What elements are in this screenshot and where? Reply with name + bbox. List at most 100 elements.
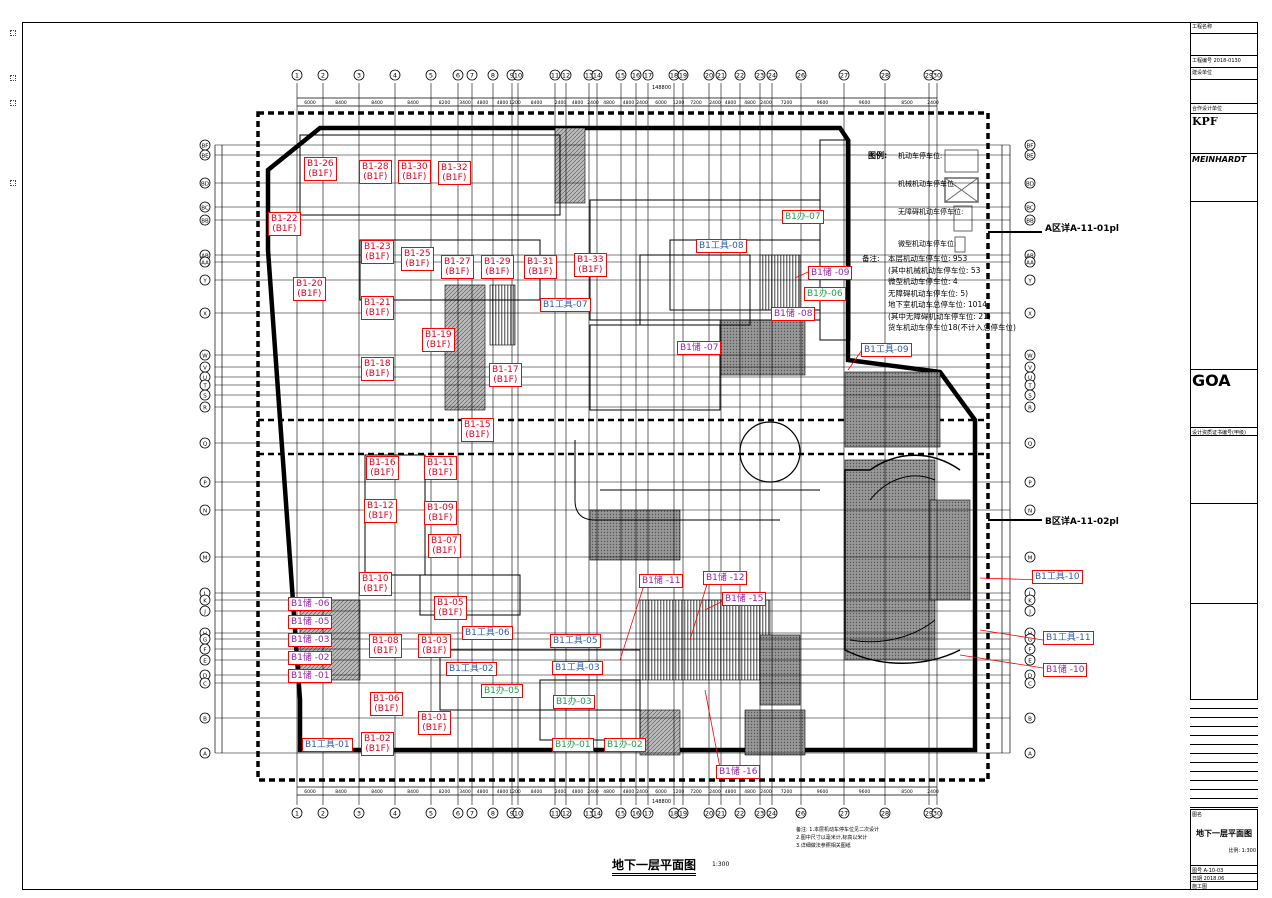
room-outline [419,574,521,616]
room-label: B1-10(B1F) [359,572,392,596]
grid-row-label: Q [203,441,208,447]
storage-label: B1储 -10 [1043,663,1088,677]
grid-column-label: 4 [393,810,397,818]
storage-label: B1储 -03 [288,633,333,647]
grid-column-label: 28 [881,72,889,80]
storage-label-text: B1储 -07 [680,343,719,353]
column-dimension: 9600 [859,789,871,795]
grid-bubble [466,69,478,81]
storage-label: B1储 -06 [288,597,333,611]
legend-symbol-accessible [953,205,973,232]
tool-room-label-text: B1工具-10 [1035,572,1080,582]
column-dimension: 6000 [304,789,316,795]
grid-bubble [754,807,766,819]
column-dimension: 7200 [781,100,793,106]
tool-room-label: B1工具-03 [552,661,603,675]
column-dimension: 6000 [304,100,316,106]
tb-sheet-scale: 比例: 1:300 [1228,848,1256,854]
grid-bubble [199,677,211,689]
storage-label: B1储 -07 [677,341,722,355]
tool-room-label-text: B1工具-01 [305,740,350,750]
grid-row-label: BB [1026,218,1034,224]
storage-label: B1储 -02 [288,651,333,665]
grid-column-label: 7 [470,72,474,80]
shaded-area [759,634,801,706]
column-dimension: 2400 [555,789,567,795]
grid-row-label: A [203,751,207,757]
room-label: B1-32(B1F) [438,161,471,185]
tb-stage: 施工图 [1190,882,1258,890]
room-label: B1-08(B1F) [369,634,402,658]
notes-line: (其中机械机动车停车位: 53 [888,265,981,275]
drive-aisle [574,440,820,521]
tool-room-label: B1工具-10 [1032,570,1083,584]
room-label-text: B1-32 [441,163,468,173]
grid-column-label: 23 [756,72,764,80]
room-label-text: (B1F) [428,513,453,523]
tb-project-no: 工程编号 2018-0130 [1190,56,1258,68]
grid-row-label: U [203,375,207,381]
room-label: B1-01(B1F) [418,711,451,735]
remark-line: 备注: 1.本层机动车停车位见二次设计 [796,827,880,833]
grid-bubble [1024,643,1036,655]
room-label-text: (B1F) [297,289,322,299]
column-dimension: 8400 [531,100,543,106]
total-dimension-top: 148800 [652,85,672,91]
column-dimension: 8500 [901,100,913,106]
storage-label-text: B1储 -12 [706,573,745,583]
grid-bubble [512,69,524,81]
storage-label-text: B1储 -11 [642,576,681,586]
grid-bubble [353,69,365,81]
grid-column-label: 13 [585,72,593,80]
tb-drawing-no-label: 图号 [1192,868,1203,874]
office-label-text: B1办-01 [555,740,591,750]
room-label-text: (B1F) [442,173,467,183]
grid-column-label: 11 [551,72,559,80]
grid-bubble [642,807,654,819]
column-dimension: 7200 [781,789,793,795]
legend-item: 机械机动车停车位: [898,180,957,188]
room-label: B1-15(B1F) [461,418,494,442]
grid-row-label: BF [202,143,209,149]
grid-column-label: 22 [736,810,744,818]
room-label-text: (B1F) [578,265,603,275]
column-dimension: 8400 [335,100,347,106]
grid-bubble [715,807,727,819]
room-label-text: (B1F) [308,169,333,179]
column-dimension: 4800 [477,789,489,795]
grid-column-label: 26 [797,810,805,818]
grid-column-label: 2 [321,72,325,80]
ramp-circle [739,421,801,483]
grid-bubble [199,177,211,189]
grid-column-label: 30 [933,810,941,818]
grid-bubble [487,69,499,81]
drawing-scale: 1:300 [712,861,730,868]
tb-signatures [1190,700,1258,810]
remark-line: 3.详细做法参照相关图纸 [796,843,851,849]
grid-row-label: J [1028,609,1031,615]
grid-bubble [291,69,303,81]
grid-bubble [1024,476,1036,488]
column-dimension: 2400 [587,789,599,795]
grid-column-label: 30 [933,72,941,80]
column-dimension: 4800 [477,100,489,106]
grid-row-label: A [1028,751,1032,757]
office-label: B1办-02 [604,738,646,752]
grid-row-label: BE [201,153,209,159]
room-label: B1-19(B1F) [422,328,455,352]
column-dimension: 8500 [901,789,913,795]
grid-column-label: 23 [756,810,764,818]
label-leader [689,580,709,641]
grid-column-label: 12 [562,72,570,80]
grid-row-label: F [1028,647,1031,653]
column-dimension: 9600 [817,789,829,795]
tool-room-label-text: B1工具-08 [699,241,744,251]
room-label-text: (B1F) [465,430,490,440]
room-label-text: B1-03 [421,636,448,646]
room-label: B1-23(B1F) [361,240,394,264]
grid-bubble [199,256,211,268]
room-label-text: B1-20 [296,279,323,289]
grid-column-label: 16 [632,72,640,80]
tb-blank [1190,202,1258,370]
room-label-text: (B1F) [402,172,427,182]
